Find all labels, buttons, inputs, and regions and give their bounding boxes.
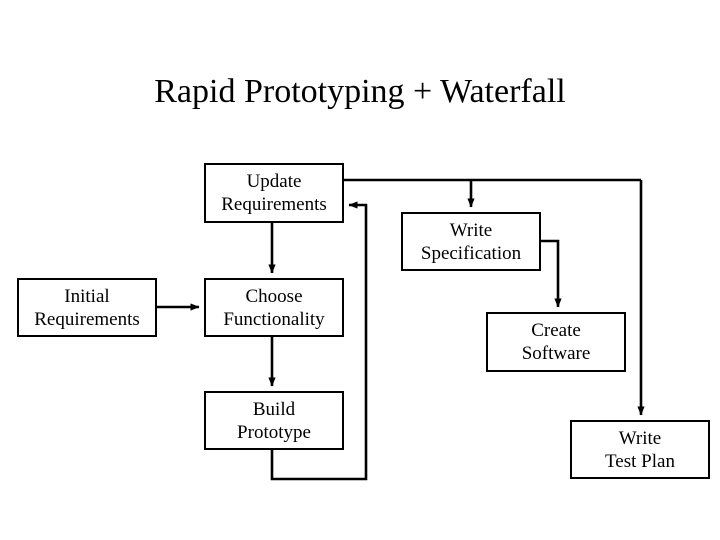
edge-spec-to-create <box>541 239 562 308</box>
node-label-line2: Requirements <box>221 194 327 215</box>
node-label-line2: Specification <box>420 242 522 264</box>
node-write-specification[interactable]: Write Specification <box>401 212 541 271</box>
page-title: Rapid Prototyping + Waterfall <box>154 73 566 110</box>
node-label-line2: Test Plan <box>605 450 675 472</box>
node-create-software[interactable]: Create Software <box>486 312 626 372</box>
node-choose-functionality[interactable]: Choose Functionality <box>204 278 344 337</box>
node-label-line2: Software <box>521 343 591 364</box>
node-label-line2: Prototype <box>237 421 311 443</box>
node-write-test-plan[interactable]: Write Test Plan <box>570 420 710 479</box>
node-label-line2: Requirements <box>34 308 140 330</box>
edge-build-to-update <box>270 201 368 481</box>
node-label-line1: Initial <box>64 285 110 307</box>
node-label-line1: Write <box>618 427 662 449</box>
node-initial-requirements[interactable]: Initial Requirements <box>17 278 157 337</box>
node-label-line2: Functionality <box>223 308 325 330</box>
node-label-line1: Write <box>449 219 493 241</box>
node-update-requirements[interactable]: Update Requirements <box>204 163 344 223</box>
node-label-line1: Update <box>246 171 302 192</box>
node-build-prototype[interactable]: Build Prototype <box>204 391 344 450</box>
node-label-line1: Choose <box>245 285 303 307</box>
node-label-line1: Create <box>531 320 581 341</box>
node-label-line1: Build <box>252 398 296 420</box>
